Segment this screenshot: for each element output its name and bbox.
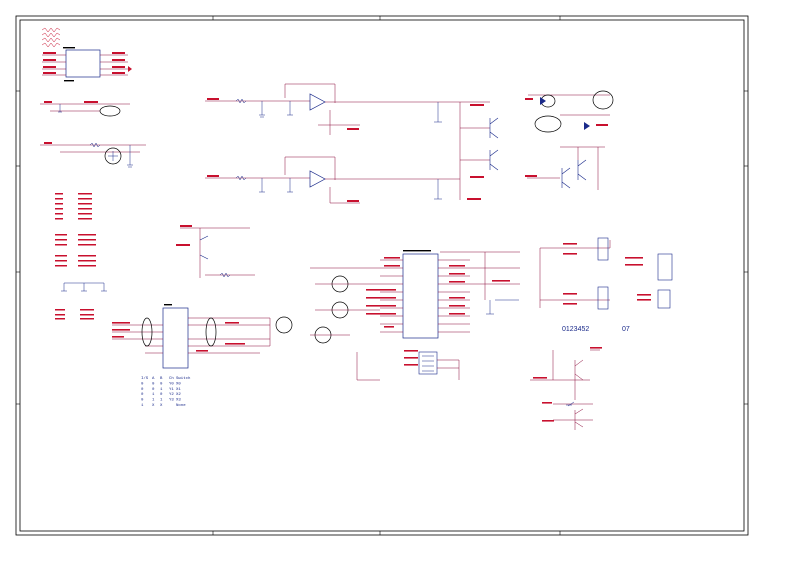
resistor-pack [418, 351, 438, 375]
truth-table-cell: I/S [141, 376, 149, 381]
truth-table-cell: Ch [169, 376, 174, 381]
truth-table-cell: 0 [141, 393, 144, 397]
truth-table-cell: None [176, 404, 186, 408]
frame-zone-ticks [16, 16, 748, 535]
truth-table-cell: Y3 [169, 399, 174, 403]
truth-table-cell: 1 [141, 404, 144, 408]
truth-table-cell: X [152, 404, 155, 408]
truth-table-cell: Switch [176, 376, 191, 381]
connector-block-right [539, 237, 673, 310]
truth-table-cell: X1 [176, 388, 181, 392]
crystal-block [40, 142, 146, 168]
controller-ic-body [402, 253, 439, 339]
opamp-b-triangle [309, 170, 326, 188]
truth-table-cell: Y2 [169, 393, 174, 397]
truth-table-cell: 0 [141, 382, 144, 386]
oscillator-block [40, 101, 130, 117]
mux-ic-block [112, 307, 293, 369]
driver-transistors-bottom-right [530, 347, 602, 430]
controller-ic-block [310, 251, 520, 381]
truth-table-cell: 0 [160, 382, 163, 386]
truth-table-cell: B [160, 377, 163, 381]
page-number: 07 [622, 326, 630, 333]
truth-table-cell: 0 [152, 388, 155, 392]
led-driver-block [525, 90, 614, 133]
output-transistor-stage [434, 102, 499, 200]
ic-u1-body [65, 49, 101, 78]
truth-table-cell: 0 [152, 382, 155, 386]
small-part-labels [63, 47, 431, 306]
truth-table-cell: 1 [152, 393, 155, 397]
transistor-switch-block [525, 146, 605, 190]
sheet-frame [15, 15, 749, 536]
signal-list-lower-left [55, 309, 94, 320]
opamp-a-triangle [309, 93, 326, 111]
mux-ic-body [162, 307, 189, 369]
truth-table-cell: X3 [176, 399, 181, 403]
ground-symbols-left [61, 282, 107, 292]
relay-switch-block [176, 225, 255, 278]
truth-table-cell: 0 [160, 393, 163, 397]
truth-table-cell: Y1 [169, 388, 174, 392]
opamp-channel-a [205, 83, 490, 135]
signal-list-left [55, 193, 96, 267]
truth-table-cell: 1 [160, 399, 163, 403]
truth-table-cell: A [152, 377, 155, 381]
truth-table-cell: X2 [176, 393, 181, 397]
truth-table-cell: X0 [176, 382, 181, 386]
ic-u1-block [41, 27, 132, 78]
truth-table-cell: Y0 [169, 382, 174, 386]
resistor-array-top [41, 27, 61, 48]
truth-table-cell: 0 [141, 388, 144, 392]
opamp-channel-b [205, 156, 460, 204]
sheet-code: 0123452 [562, 326, 589, 333]
truth-table-cell: 0 [141, 399, 144, 403]
truth-table-cell: 1 [160, 388, 163, 392]
truth-table-cell: X [160, 404, 163, 408]
truth-table-cell: 1 [152, 399, 155, 403]
